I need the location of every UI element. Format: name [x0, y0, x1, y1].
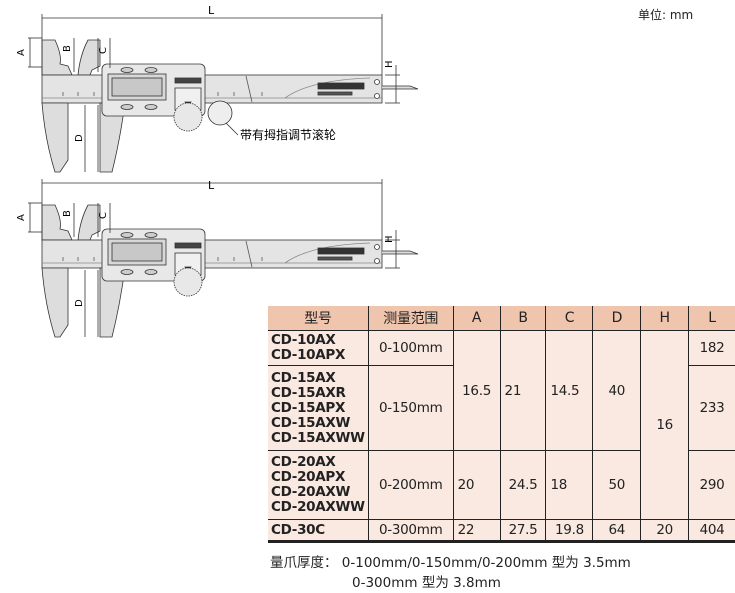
dim-L: L: [208, 179, 215, 192]
D-cell: 50: [592, 450, 642, 520]
model: CD-15AX: [271, 369, 336, 386]
caliper-drawing-2: L A B C D H: [16, 178, 419, 338]
model: CD-10AX: [271, 332, 336, 348]
note-line-2: 0-300mm 型为 3.8mm: [352, 575, 501, 591]
model: CD-20AXWW: [271, 499, 365, 515]
dim-L: L: [208, 4, 215, 17]
caliper-drawings: 带有拇指调节滚轮 L A B C D H L A B C D H: [16, 4, 419, 338]
L-cell: 290: [688, 450, 735, 520]
model: CD-15AXR: [271, 384, 346, 401]
model: CD-15AXWW: [271, 429, 365, 446]
model: CD-10APX: [271, 347, 346, 363]
range-cell: 0-150mm: [367, 365, 454, 451]
header-D: D: [592, 306, 642, 331]
header-B: B: [499, 306, 547, 331]
B-cell: 21: [499, 330, 547, 451]
dim-C: C: [98, 47, 109, 54]
dim-H: H: [384, 60, 395, 68]
table-header: 型号 测量范围 A B C D H L: [268, 306, 735, 331]
model: CD-15AXW: [271, 414, 351, 431]
header-A: A: [452, 306, 501, 331]
C-cell: 14.5: [545, 330, 594, 451]
L-cell: 233: [688, 365, 735, 451]
note-line-1: 0-100mm/0-150mm/0-200mm 型为 3.5mm: [341, 555, 631, 571]
thumb-roller-callout-circle: [207, 100, 233, 126]
B-cell: 27.5: [499, 519, 547, 542]
A-cell: 16.5: [452, 330, 501, 451]
dim-D: D: [74, 299, 85, 307]
C-cell: 19.8: [545, 519, 594, 542]
header-H: H: [640, 306, 690, 331]
dim-C: C: [98, 212, 109, 219]
model: CD-15APX: [271, 399, 346, 416]
H-cell: 20: [640, 519, 690, 542]
dim-B: B: [62, 45, 73, 52]
header-L: L: [688, 306, 735, 331]
model-cell: CD-30C: [268, 519, 369, 542]
dim-A: A: [16, 214, 27, 221]
dim-B: B: [62, 210, 73, 217]
range-cell: 0-200mm: [367, 450, 454, 520]
C-cell: 18: [545, 450, 594, 520]
dim-D: D: [74, 134, 85, 142]
note-label: 量爪厚度：: [270, 555, 338, 571]
header-model: 型号: [268, 306, 369, 331]
unit-label: 单位: mm: [638, 8, 694, 22]
header-range: 测量范围: [367, 306, 454, 331]
caliper-drawing-1: 带有拇指调节滚轮 L A B C D H: [16, 4, 419, 173]
model: CD-20AXW: [271, 484, 351, 500]
model: CD-30C: [271, 521, 325, 538]
L-cell: 182: [688, 330, 735, 366]
A-cell: 22: [452, 519, 501, 542]
jaw-thickness-note: 量爪厚度： 0-100mm/0-150mm/0-200mm 型为 3.5mm: [270, 551, 631, 571]
B-cell: 24.5: [499, 450, 547, 520]
header-C: C: [545, 306, 594, 331]
model: CD-20AX: [271, 454, 336, 470]
dim-A: A: [16, 49, 27, 56]
table-row: CD-30C 0-300mm 22 27.5 19.8 64 20 404: [268, 519, 735, 542]
range-cell: 0-100mm: [367, 330, 454, 366]
H-cell: 16: [640, 330, 690, 520]
model: CD-20APX: [271, 469, 346, 485]
D-cell: 64: [592, 519, 642, 542]
thumb-roller-callout: 带有拇指调节滚轮: [240, 127, 336, 142]
D-cell: 40: [592, 330, 642, 451]
range-cell: 0-300mm: [367, 519, 454, 542]
A-cell: 20: [452, 450, 501, 520]
L-cell: 404: [688, 519, 735, 542]
dim-H: H: [384, 235, 395, 243]
